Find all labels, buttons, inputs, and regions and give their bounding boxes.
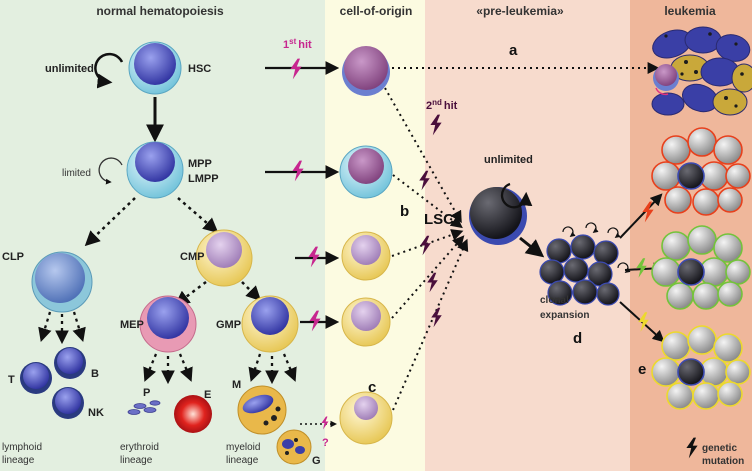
- origin-gmp-cell: [341, 297, 391, 347]
- leukemia-red-clone: [651, 127, 751, 216]
- b-cell: [54, 347, 86, 379]
- cmp-label: CMP: [180, 251, 204, 263]
- pre-leukemia-band: [425, 0, 630, 471]
- erythroid-lineage-label-2: lineage: [120, 455, 153, 466]
- limited-label: limited: [62, 168, 91, 179]
- hsc-cell: [128, 41, 182, 95]
- mpp-to-cmp-arrow: [177, 197, 219, 233]
- erythroid-lineage-label-1: erythroid: [120, 442, 159, 453]
- lsc-label: LSC: [424, 211, 454, 228]
- lsc-self-renewal-arrow: [500, 182, 533, 209]
- clp-cell: [31, 251, 93, 313]
- erythrocyte: [174, 395, 212, 433]
- lsc-to-expansion-arrow: [519, 236, 545, 258]
- granulocyte: [276, 429, 312, 465]
- origin-myeloid-cell: [339, 391, 393, 445]
- header-pre-leukemia: «pre-leukemia»: [476, 4, 564, 18]
- gmp-cell: [241, 295, 299, 353]
- letter-b: b: [400, 203, 409, 220]
- mep-lineage-arrows: [143, 353, 193, 385]
- b-label: B: [91, 368, 99, 380]
- leukemia-yellow-clone: [651, 325, 751, 410]
- t-label: T: [8, 374, 15, 386]
- expansion-renewal-arrows: [562, 222, 631, 273]
- unlimited-lsc-label: unlimited: [484, 154, 533, 166]
- renewal-arrow-red: [655, 87, 669, 96]
- m-label: M: [232, 379, 241, 391]
- hsc-label: HSC: [188, 63, 211, 75]
- expansion-label: expansion: [540, 310, 589, 321]
- nk-label: NK: [88, 407, 104, 419]
- origin-cmp-cell: [341, 231, 391, 281]
- letter-d: d: [573, 330, 582, 347]
- p-label: P: [143, 387, 150, 399]
- self-renewal-limited-arrow: [98, 157, 123, 185]
- leukemia-a-dots: [664, 32, 744, 108]
- gmp-label: GMP: [216, 319, 241, 331]
- monocyte: [237, 385, 287, 435]
- mep-cell: [139, 295, 197, 353]
- g-label: G: [312, 455, 321, 467]
- e-label: E: [204, 389, 211, 401]
- myeloid-lineage-label-1: myeloid: [226, 442, 260, 453]
- letter-a: a: [509, 42, 518, 59]
- mep-label: MEP: [120, 319, 144, 331]
- lsc-cell: [469, 187, 527, 245]
- gmp-lineage-arrows: [248, 353, 297, 385]
- lymphoid-lineage-label-1: lymphoid: [2, 442, 42, 453]
- unlimited-label: unlimited: [45, 63, 94, 75]
- mpp-label: MPP: [188, 158, 212, 170]
- origin-hsc-cell: [342, 46, 390, 96]
- header-leukemia: leukemia: [664, 4, 716, 18]
- header-normal-hematopoiesis: normal hematopoiesis: [96, 4, 224, 18]
- header-cell-of-origin: cell-of-origin: [340, 4, 413, 18]
- clp-lineage-arrows: [38, 311, 86, 345]
- mutation-label: mutation: [702, 456, 744, 467]
- self-renewal-unlimited-arrow: [94, 52, 124, 89]
- platelets-icon: [127, 400, 161, 415]
- clp-label: CLP: [2, 251, 24, 263]
- cmp-to-mep-arrow: [174, 281, 207, 306]
- to-red-outcome-arrow: [619, 193, 663, 239]
- myeloid-lineage-label-2: lineage: [226, 455, 259, 466]
- leukemia-a-population: [651, 26, 752, 116]
- genetic-label: genetic: [702, 443, 737, 454]
- leukemia-green-clone: [651, 225, 751, 310]
- cmp-cell: [195, 229, 253, 287]
- letter-c: c: [368, 379, 376, 396]
- clonal-label: clonal: [540, 295, 569, 306]
- question-mark: ?: [322, 437, 329, 449]
- origin-mpp-cell: [339, 145, 393, 199]
- clonal-expansion-cluster: [539, 234, 620, 306]
- lmpp-label: LMPP: [188, 173, 219, 185]
- lymphoid-lineage-label-2: lineage: [2, 455, 35, 466]
- letter-e: e: [638, 361, 646, 378]
- leukemia-a-origin-cell: [653, 64, 679, 96]
- nk-cell: [52, 387, 84, 419]
- mpp-cell: [126, 141, 184, 199]
- t-cell: [20, 362, 52, 394]
